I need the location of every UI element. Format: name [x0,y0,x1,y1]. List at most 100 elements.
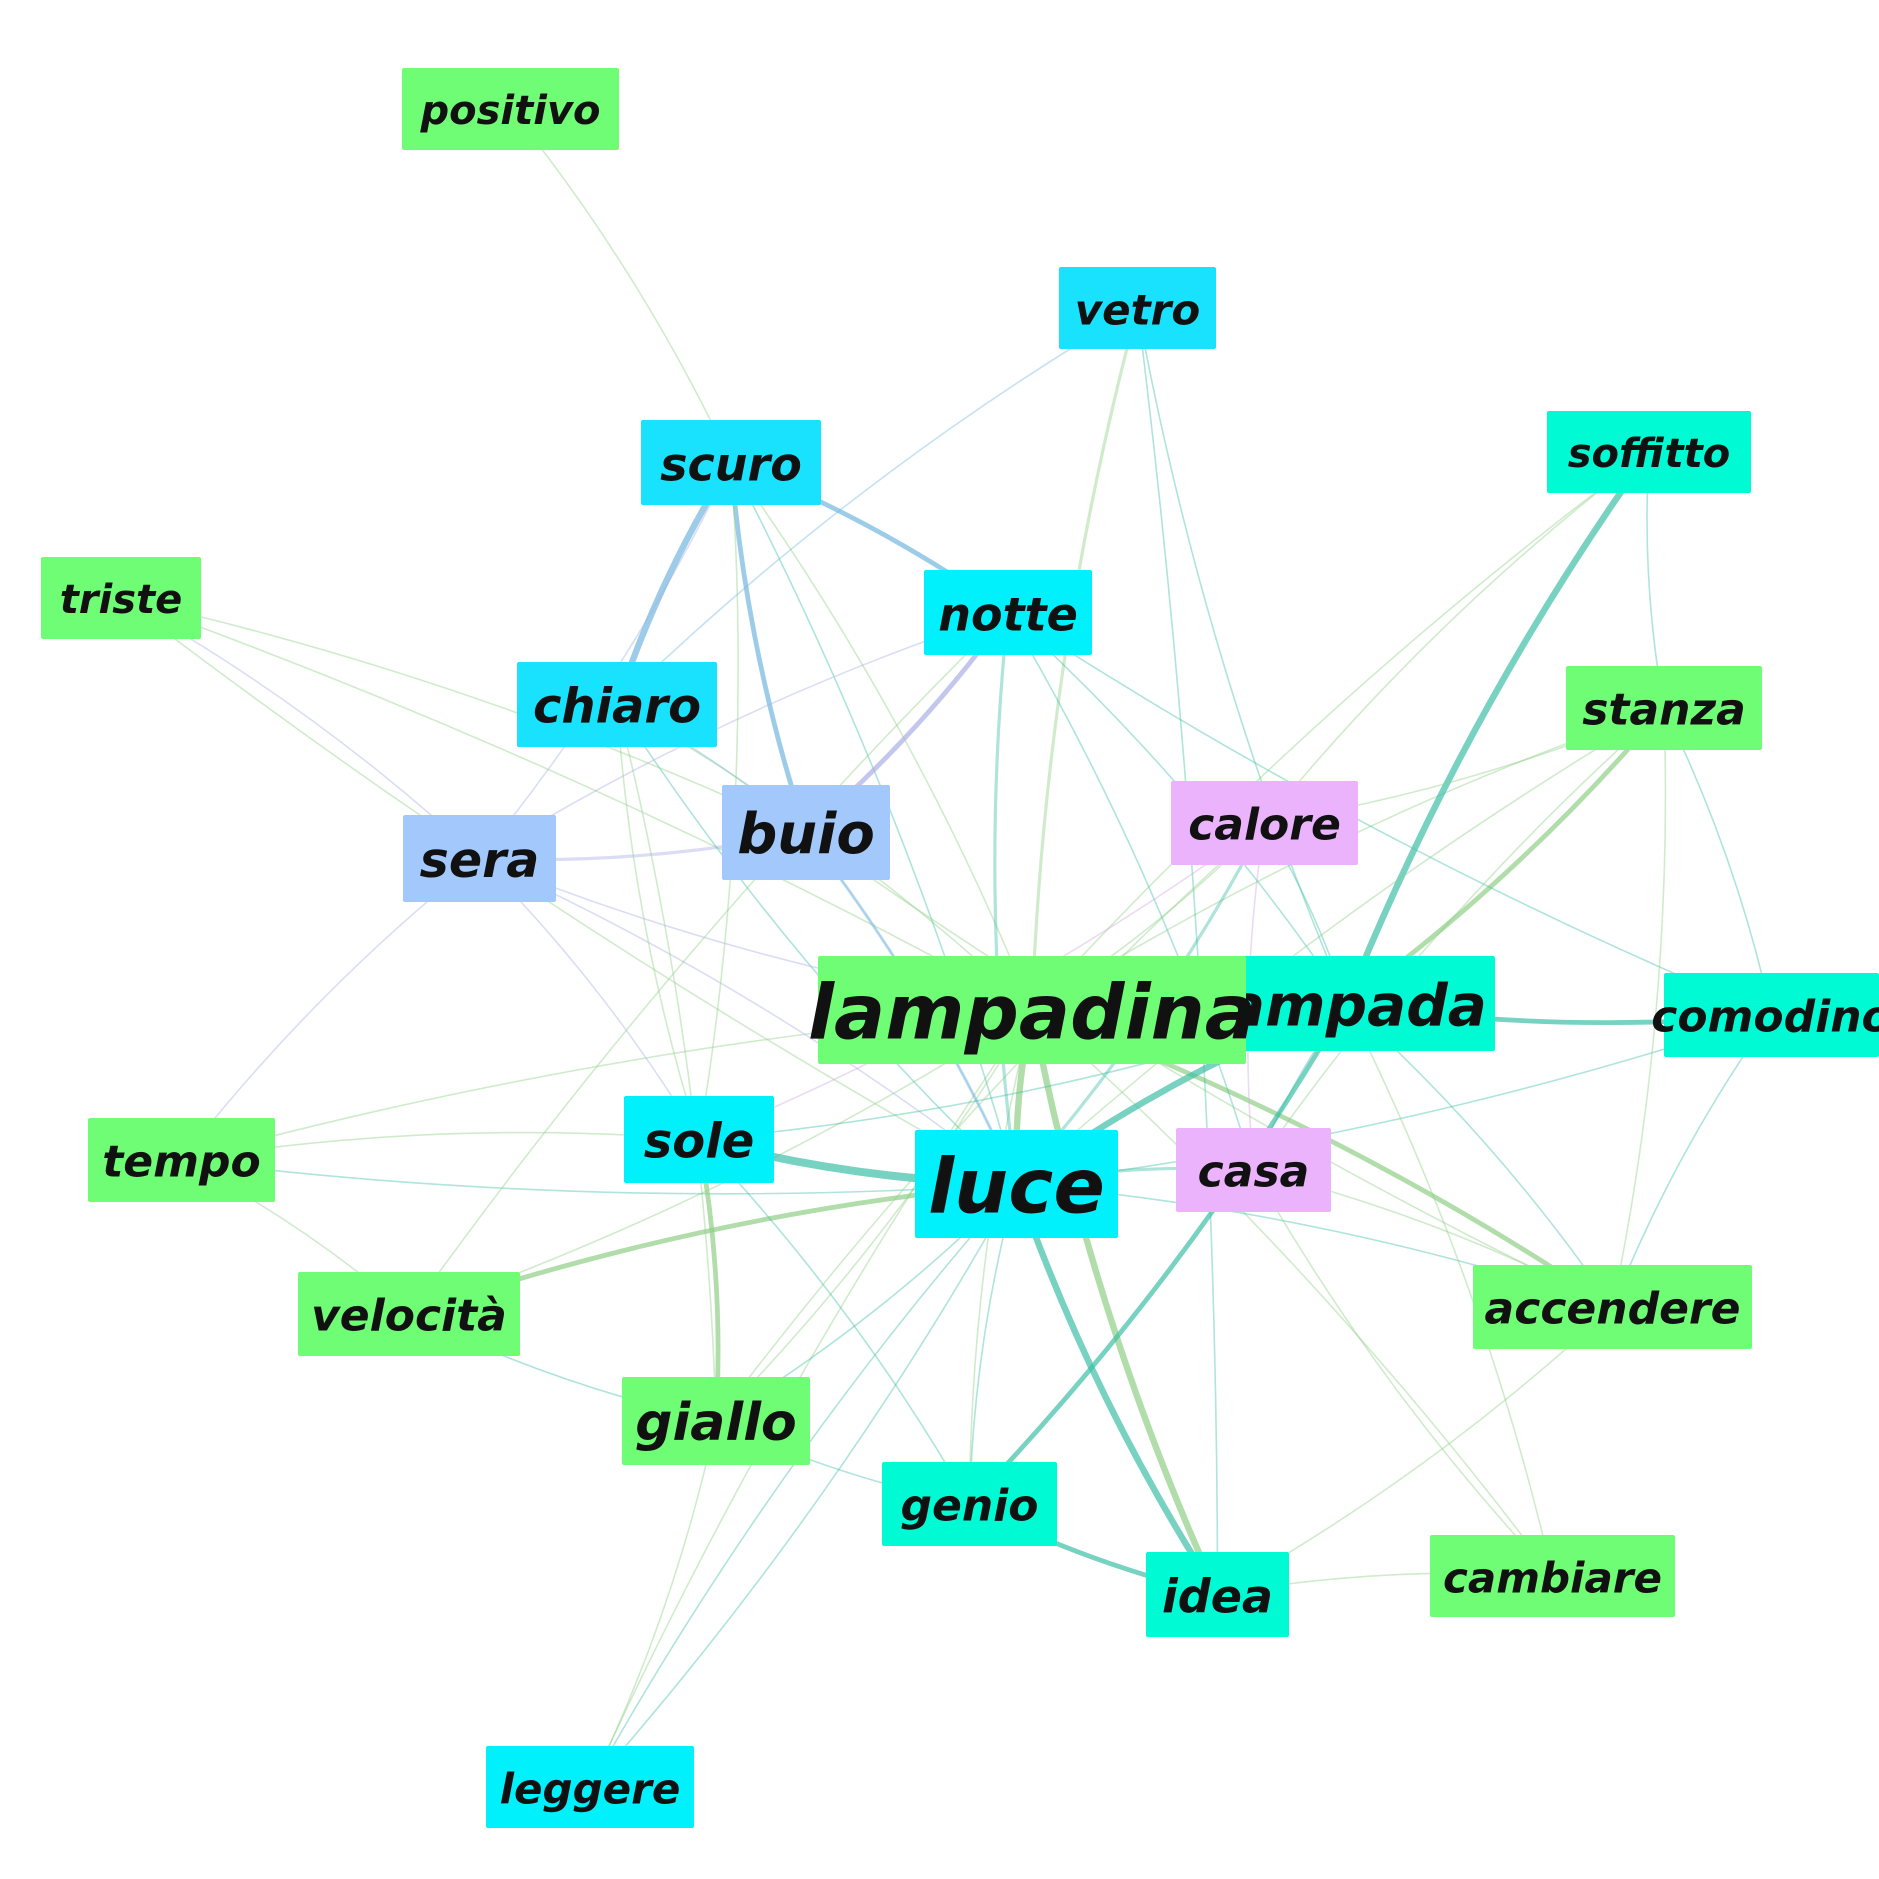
node-triste-box [41,557,201,639]
node-scuro-box [641,420,821,505]
node-chiaro-label: chiaro [533,679,701,735]
node-lampada[interactable]: lampada [1198,956,1495,1051]
node-positivo[interactable]: positivo [402,68,619,150]
edge-buio-scuro [728,460,809,835]
node-casa-label: casa [1198,1147,1310,1198]
node-lampada-box [1198,956,1495,1051]
node-idea-box [1146,1552,1289,1637]
node-tempo[interactable]: tempo [88,1118,275,1202]
edge-scuro-positivo [509,108,732,464]
node-vetro-box [1059,267,1216,349]
edge-giallo-leggere [589,1420,717,1788]
node-leggere[interactable]: leggere [486,1746,694,1828]
node-idea[interactable]: idea [1146,1552,1289,1637]
node-casa[interactable]: casa [1176,1128,1331,1212]
node-genio-box [882,1462,1057,1546]
node-cambiare[interactable]: cambiare [1430,1535,1675,1617]
node-cambiare-label: cambiare [1443,1554,1662,1603]
edge-triste-buio [120,597,807,834]
node-notte-label: notte [938,588,1078,642]
edge-lampadina-genio [968,1009,1033,1505]
edge-luce-chiaro [616,703,1018,1185]
edge-triste-luce [120,597,1018,1185]
node-buio-box [722,785,890,880]
node-positivo-label: positivo [419,88,600,134]
node-stanza-label: stanza [1582,685,1746,736]
node-idea-label: idea [1162,1570,1273,1624]
edge-leggere-luce [589,1183,1018,1788]
node-lampadina[interactable]: lampadina [808,956,1256,1064]
node-soffitto[interactable]: soffitto [1547,411,1751,493]
node-sole-box [624,1096,774,1183]
edge-casa-stanza [1252,707,1665,1171]
edge-lampadina-soffitto [1031,451,1650,1011]
node-calore-box [1171,781,1358,865]
edge-stanza-luce [1015,707,1665,1185]
node-cambiare-box [1430,1535,1675,1617]
node-stanza-box [1566,666,1762,750]
edge-lampadina-giallo [715,1009,1033,1422]
node-luce[interactable]: luce [915,1130,1118,1238]
edge-luce-idea [1013,1180,1221,1598]
edge-luce-leggere [589,1183,1018,1788]
edge-calore-soffitto [1263,451,1650,824]
node-giallo-label: giallo [635,1393,797,1453]
edge-lampadina-cambiare [1031,1009,1554,1577]
node-vetro[interactable]: vetro [1059,267,1216,349]
node-luce-label: luce [928,1142,1105,1231]
node-comodino-box [1664,973,1879,1057]
edge-accendere-stanza [1611,707,1667,1308]
edge-lampadina-scuro [730,461,1033,1011]
node-sera-box [403,815,556,902]
node-positivo-box [402,68,619,150]
edge-accendere-buio [805,831,1614,1308]
edge-notte-casa [1007,611,1255,1171]
node-chiaro-box [517,662,717,747]
node-buio-label: buio [737,802,875,867]
node-soffitto-label: soffitto [1568,431,1731,477]
node-sera[interactable]: sera [403,815,556,902]
edge-sole-genio [698,1138,971,1505]
edge-lampadina-triste [120,597,1033,1011]
node-notte[interactable]: notte [924,570,1092,655]
edge-cambiare-lampada [1345,1002,1554,1577]
node-leggere-label: leggere [500,1765,681,1814]
node-calore-label: calore [1188,800,1341,851]
node-calore[interactable]: calore [1171,781,1358,865]
node-comodino[interactable]: comodino [1651,973,1879,1057]
edge-velocita-notte [408,611,1009,1315]
node-soffitto-box [1547,411,1751,493]
node-giallo[interactable]: giallo [622,1377,810,1465]
edge-lampada-vetro [1136,307,1348,1005]
edge-giallo-calore [715,822,1266,1422]
edge-vetro-chiaro [616,307,1139,706]
node-accendere[interactable]: accendere [1473,1265,1752,1349]
node-triste-label: triste [60,577,183,623]
node-lampadina-label: lampadina [808,968,1256,1057]
node-triste[interactable]: triste [41,557,201,639]
node-giallo-box [622,1377,810,1465]
node-genio[interactable]: genio [882,1462,1057,1546]
node-velocita[interactable]: velocità [298,1272,520,1356]
node-comodino-label: comodino [1651,992,1879,1043]
node-buio[interactable]: buio [722,785,890,880]
node-chiaro[interactable]: chiaro [517,662,717,747]
edge-luce-notte [993,610,1019,1186]
node-stanza[interactable]: stanza [1566,666,1762,750]
node-sera-label: sera [420,832,540,889]
edge-luce-tempo [180,1159,1018,1195]
edge-sera-tempo [180,857,481,1161]
node-accendere-box [1473,1265,1752,1349]
edge-stanza-comodino [1663,707,1773,1016]
node-sole[interactable]: sole [624,1096,774,1183]
edge-sole-chiaro [616,703,700,1141]
node-lampada-label: lampada [1206,972,1487,1040]
edge-lampadina-idea [1028,1006,1221,1598]
node-leggere-box [486,1746,694,1828]
node-scuro[interactable]: scuro [641,420,821,505]
node-accendere-label: accendere [1485,1284,1741,1335]
node-casa-box [1176,1128,1331,1212]
node-velocita-label: velocità [311,1291,507,1342]
edge-lampadina-vetro [1030,306,1140,1012]
